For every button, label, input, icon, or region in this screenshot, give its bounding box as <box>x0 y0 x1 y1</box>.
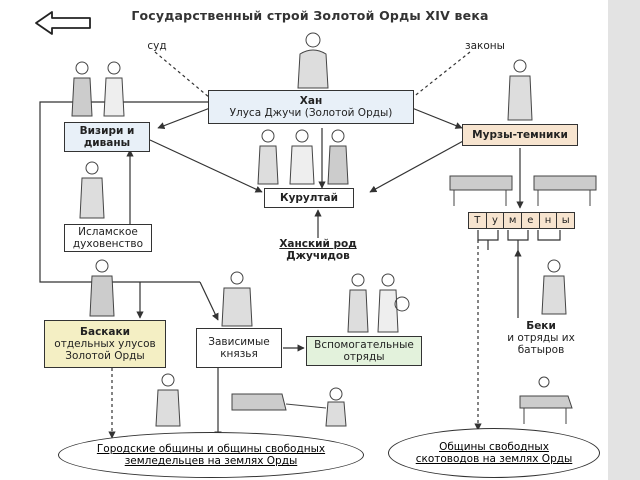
viziers-line1: Визири и <box>79 125 135 137</box>
tumen-letter: м <box>503 212 523 229</box>
clergy-line2: духовенство <box>72 238 144 250</box>
city-line1: Городские общины и общины свободных <box>96 443 326 455</box>
murzy-label: Мурзы-темники <box>472 129 568 141</box>
node-city-communities: Городские общины и общины свободных земл… <box>58 432 364 478</box>
arrow-khan-murzy <box>411 107 463 129</box>
node-baskaki: Баскаки отдельных улусов Золотой Орды <box>44 320 166 368</box>
baskak-figure-icon <box>89 259 115 317</box>
node-auxiliary: Вспомогательные отряды <box>306 336 422 366</box>
beki-line1: Беки <box>526 320 556 332</box>
arrow-khan-viziers <box>157 107 211 130</box>
khan-subtitle: Улуса Джучи (Золотой Орды) <box>229 107 393 119</box>
baskaki-line3: Золотой Орды <box>65 350 145 362</box>
aux-line2: отряды <box>343 351 385 363</box>
back-button[interactable] <box>34 10 92 36</box>
clergy-line1: Исламское <box>78 226 138 238</box>
arrow-viziers-kurultai <box>149 139 263 193</box>
khan-title: Хан <box>299 95 323 107</box>
node-murzy: Мурзы-темники <box>462 124 578 146</box>
diagram-title: Государственный строй Золотой Орды XIV в… <box>131 8 489 23</box>
line-left-trunk <box>39 101 210 283</box>
label-court: суд <box>147 40 167 52</box>
nomads-line2: скотоводов на землях Орды <box>415 453 573 465</box>
beki-line3: батыров <box>517 344 565 356</box>
node-nomad-communities: Общины свободных скотоводов на землях Ор… <box>388 428 600 478</box>
princes-line1: Зависимые <box>208 336 270 348</box>
khan-clan-line1: Ханский род <box>279 238 357 250</box>
khan-clan-line2: Джучидов <box>286 250 350 262</box>
beki-line2: и отряды их <box>507 332 575 344</box>
tumen-bracket-1 <box>477 230 499 241</box>
kurultai-figure-icon <box>257 129 349 185</box>
back-arrow-icon <box>35 11 91 35</box>
node-kurultai: Курултай <box>264 188 354 208</box>
tumen-letter: ы <box>556 212 576 229</box>
nomads-line1: Общины свободных <box>439 441 549 453</box>
townsman-figure-icon <box>155 373 181 427</box>
baskaki-line1: Баскаки <box>79 326 130 338</box>
warriors-figure-icon <box>347 273 410 333</box>
cavalry-figure-icon <box>449 175 597 206</box>
kurultai-label: Курултай <box>279 192 338 204</box>
node-tumens: Т у м е н ы <box>468 212 576 229</box>
node-princes: Зависимые князья <box>196 328 282 368</box>
tumen-letter: е <box>521 212 540 229</box>
node-clergy: Исламское духовенство <box>64 224 152 252</box>
viziers-line2: диваны <box>83 137 131 149</box>
khan-figure-icon <box>297 32 329 89</box>
label-khan-clan: Ханский род Джучидов <box>260 238 376 262</box>
label-laws: законы <box>465 40 505 52</box>
node-beki: Беки и отряды их батыров <box>486 320 596 356</box>
scan-edge <box>608 0 640 480</box>
baskaki-line2: отдельных улусов <box>54 338 156 350</box>
plowman-figure-icon <box>231 387 347 427</box>
node-viziers: Визири и диваны <box>64 122 150 152</box>
tumen-bracket-3 <box>537 230 561 241</box>
bek-figure-icon <box>541 259 567 315</box>
line-laws <box>411 51 471 99</box>
tumen-letter: н <box>538 212 558 229</box>
city-line2: земледельцев на землях Орды <box>124 455 298 467</box>
aux-line1: Вспомогательные <box>314 339 414 351</box>
clergy-figure-icon <box>79 161 105 219</box>
arrow-trunk-princes <box>199 281 219 321</box>
line-court <box>154 51 211 99</box>
tumen-letter: Т <box>468 212 487 229</box>
arrow-murzy-kurultai <box>369 139 466 193</box>
tumen-bracket-2 <box>507 230 529 241</box>
princes-line2: князья <box>220 348 258 360</box>
tumen-letter: у <box>485 212 505 229</box>
node-khan: Хан Улуса Джучи (Золотой Орды) <box>208 90 414 124</box>
prince-figure-icon <box>221 271 253 327</box>
viziers-figure-icon <box>71 61 125 117</box>
herdsman-figure-icon <box>519 376 573 424</box>
murza-figure-icon <box>507 59 533 121</box>
